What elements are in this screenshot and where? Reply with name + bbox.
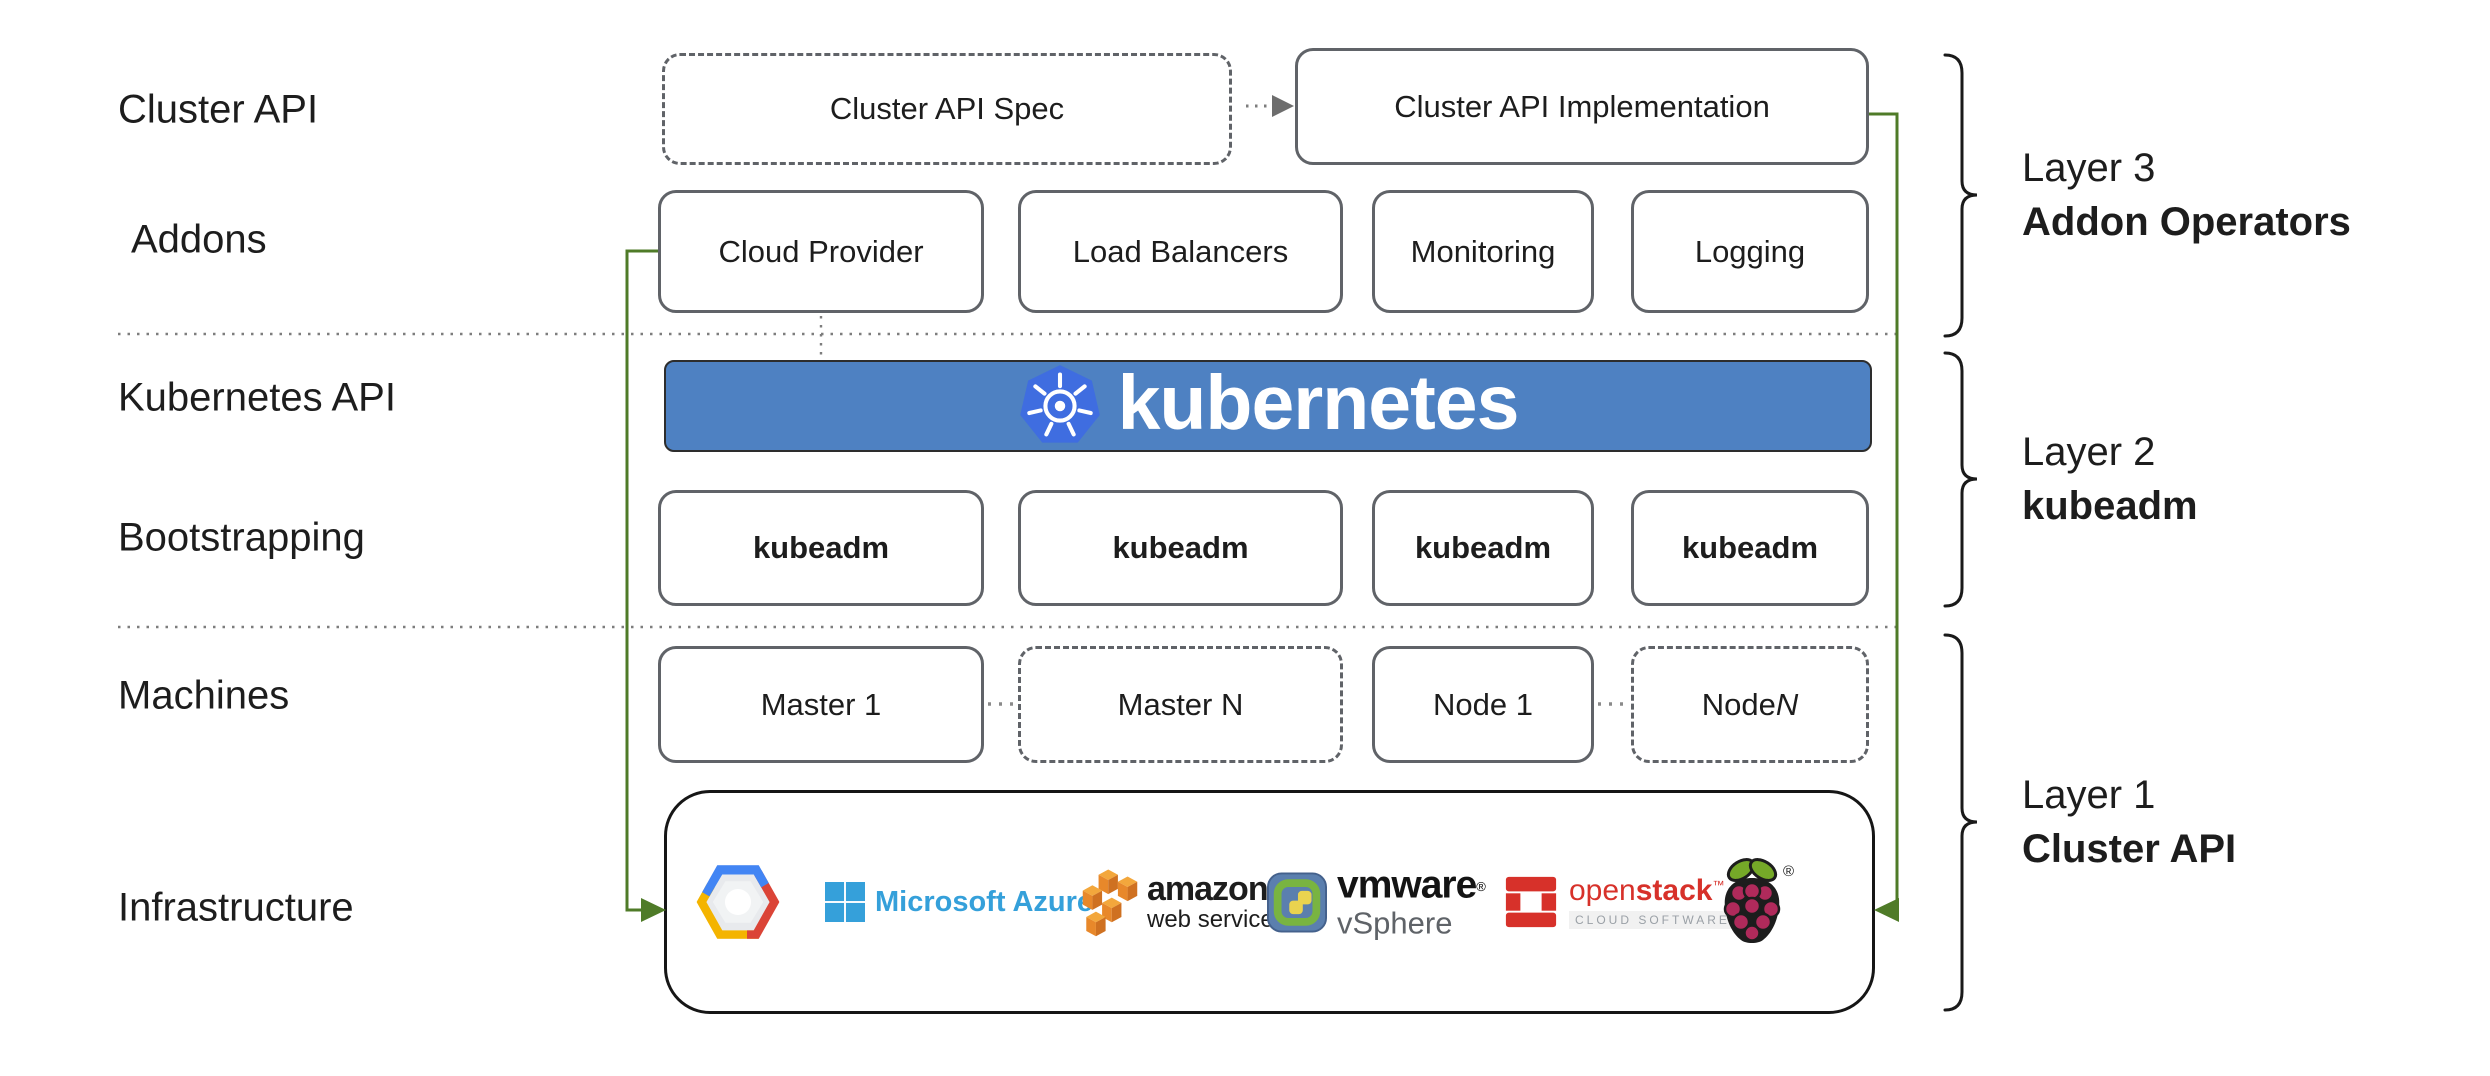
machine-box-node-n: Node N	[1631, 646, 1869, 763]
microsoft-azure-icon	[825, 882, 865, 922]
cluster-api-spec-box: Cluster API Spec	[662, 53, 1232, 165]
openstack-icon	[1505, 876, 1557, 928]
openstack-open-label: open	[1569, 873, 1636, 907]
layer-1-title: Cluster API	[2022, 827, 2237, 871]
addon-label: Cloud Provider	[718, 233, 924, 269]
openstack-wordmark: openstack™ CLOUD SOFTWARE	[1569, 873, 1736, 929]
machine-label: Node	[1701, 686, 1776, 722]
raspberry-pi-reg-mark: ®	[1783, 863, 1795, 880]
openstack-tm-mark: ™	[1712, 877, 1725, 892]
row-label-bootstrapping: Bootstrapping	[118, 515, 365, 560]
machine-label: Node 1	[1433, 686, 1533, 722]
cluster-api-implementation-box: Cluster API Implementation	[1295, 48, 1869, 165]
layer-3-title: Addon Operators	[2022, 200, 2351, 244]
kubeadm-box-1: kubeadm	[658, 490, 984, 606]
openstack-stack-label: stack	[1635, 873, 1713, 907]
addon-box-load-balancers: Load Balancers	[1018, 190, 1343, 313]
row-label-infrastructure: Infrastructure	[118, 885, 354, 930]
kubeadm-label: kubeadm	[1112, 530, 1249, 565]
layer-2-title: kubeadm	[2022, 484, 2198, 528]
layer-1-brace	[1943, 633, 1978, 1012]
layer-3-name: Layer 3	[2022, 146, 2156, 190]
aws-cubes-icon	[1082, 869, 1138, 937]
layer-3-brace	[1943, 53, 1978, 338]
row-label-cluster-api: Cluster API	[118, 87, 319, 132]
kubeadm-box-4: kubeadm	[1631, 490, 1869, 606]
machine-label: Master N	[1117, 686, 1244, 722]
machine-box-master-n: Master N	[1018, 646, 1343, 763]
infrastructure-box: Microsoft Azure amazon web services	[664, 790, 1875, 1014]
provider-raspberry-pi: ®	[1719, 855, 1794, 949]
cloud-software-label: CLOUD SOFTWARE	[1569, 910, 1736, 929]
layer-3-label: Layer 3 Addon Operators	[2022, 141, 2351, 249]
machine-label-italic: N	[1775, 686, 1799, 722]
vmware-label: vmware	[1337, 863, 1477, 907]
kubeadm-label: kubeadm	[752, 530, 890, 565]
addon-label: Monitoring	[1410, 233, 1556, 269]
google-cloud-icon	[696, 865, 780, 939]
kubeadm-box-3: kubeadm	[1372, 490, 1594, 606]
provider-microsoft-azure: Microsoft Azure	[825, 882, 1093, 922]
machine-box-node-1: Node 1	[1372, 646, 1594, 763]
spec-to-implementation-arrow	[1246, 95, 1294, 117]
kubernetes-wordmark: kubernetes	[1117, 359, 1520, 446]
kubernetes-logo-icon	[1019, 365, 1100, 443]
cluster-api-spec-label: Cluster API Spec	[829, 91, 1065, 126]
addon-box-monitoring: Monitoring	[1372, 190, 1594, 313]
provider-amazon-web-services: amazon web services	[1081, 864, 1286, 940]
raspberry-pi-icon	[1723, 858, 1781, 943]
machine-box-master-1: Master 1	[658, 646, 984, 763]
microsoft-azure-label: Microsoft Azure	[875, 885, 1094, 918]
amazon-label: amazon	[1147, 870, 1269, 908]
vmware-vsphere-icon	[1267, 872, 1327, 932]
machine-label: Master 1	[760, 686, 882, 722]
row-label-addons: Addons	[131, 217, 267, 262]
layer-2-name: Layer 2	[2022, 430, 2156, 474]
addon-label: Logging	[1694, 233, 1806, 269]
vmware-wordmark: vmware® vSphere	[1337, 866, 1486, 939]
addon-box-logging: Logging	[1631, 190, 1869, 313]
kubeadm-label: kubeadm	[1414, 530, 1552, 565]
implementation-to-infrastructure-arrow	[1869, 112, 1899, 922]
web-services-label: web services	[1147, 906, 1286, 933]
addon-box-cloud-provider: Cloud Provider	[658, 190, 984, 313]
addon-label: Load Balancers	[1072, 233, 1289, 269]
row-label-machines: Machines	[118, 673, 290, 718]
vmware-reg-mark: ®	[1476, 879, 1486, 895]
aws-wordmark: amazon web services	[1147, 872, 1286, 932]
layer-2-label: Layer 2 kubeadm	[2022, 425, 2198, 533]
provider-openstack: openstack™ CLOUD SOFTWARE	[1503, 874, 1736, 930]
layer-1-label: Layer 1 Cluster API	[2022, 768, 2236, 876]
cluster-api-implementation-label: Cluster API Implementation	[1394, 88, 1770, 124]
kubeadm-label: kubeadm	[1681, 530, 1819, 565]
layer-2-brace	[1943, 351, 1978, 608]
row-label-kubernetes-api: Kubernetes API	[118, 375, 396, 420]
kubernetes-banner: kubernetes	[664, 360, 1872, 452]
kubeadm-box-2: kubeadm	[1018, 490, 1343, 606]
layer-1-name: Layer 1	[2022, 773, 2156, 817]
vsphere-label: vSphere	[1337, 905, 1453, 941]
provider-google-cloud	[693, 863, 783, 941]
provider-vmware-vsphere: vmware® vSphere	[1267, 866, 1486, 939]
